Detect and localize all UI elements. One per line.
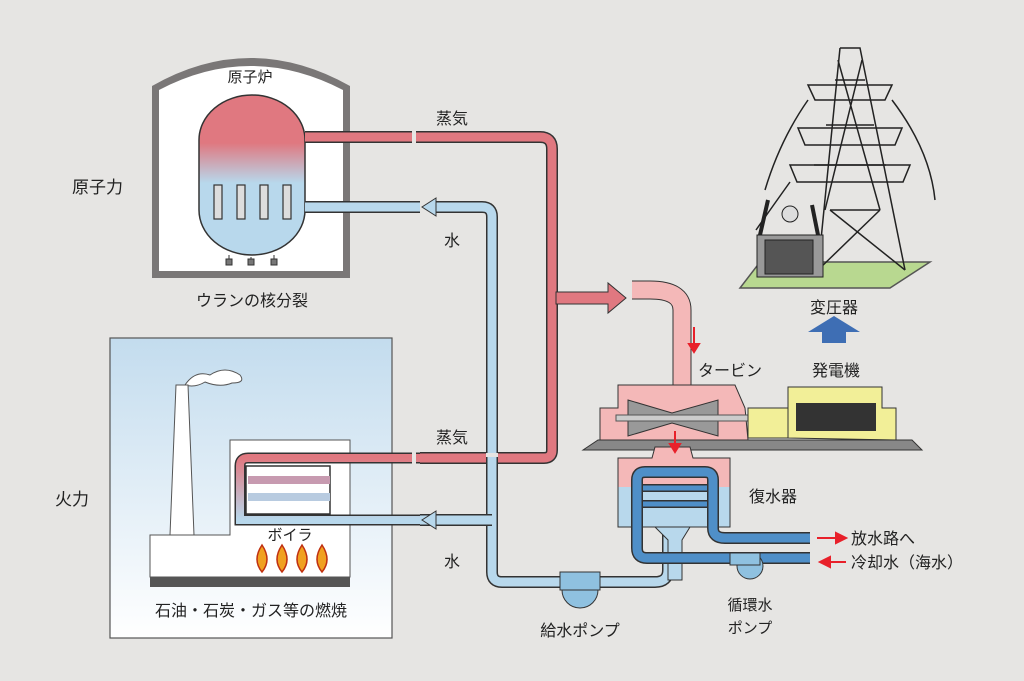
generator-label: 発電機	[812, 361, 860, 380]
reactor-building	[152, 58, 350, 278]
steam-arrow	[555, 281, 627, 315]
transformer	[756, 199, 824, 278]
smoke-icon	[184, 369, 243, 387]
flow-arrows	[668, 327, 849, 569]
flame-icon	[256, 543, 328, 574]
thermal-plant	[109, 337, 420, 639]
fission-label: ウランの核分裂	[196, 291, 308, 310]
fuel-rods	[213, 184, 292, 220]
generator-rotor	[796, 403, 876, 431]
feed-pump-label: 給水ポンプ	[540, 621, 620, 640]
boiler-coil	[234, 452, 420, 526]
thermal-label: 火力	[55, 490, 89, 510]
steam-label-top: 蒸気	[436, 109, 468, 128]
condenser	[617, 446, 810, 581]
combustion-label: 石油・石炭・ガス等の燃焼	[155, 601, 347, 620]
generator-to-transformer-arrow	[808, 316, 860, 343]
condenser-label: 復水器	[749, 487, 797, 506]
reactor-vessel	[198, 94, 306, 256]
discharge-label: 放水路へ	[851, 529, 915, 548]
arrow-right-icon	[835, 531, 849, 545]
transformer-label: 変圧器	[810, 298, 858, 317]
cooling-water-label: 冷却水（海水）	[851, 553, 963, 572]
steam-pipe	[305, 130, 627, 465]
water-label-bottom: 水	[444, 552, 460, 571]
turbine	[581, 280, 924, 451]
boiler-label: ボイラ	[267, 526, 312, 544]
circulation-pump-label-1: 循環水	[727, 596, 772, 614]
turbine-label: タービン	[698, 361, 762, 380]
water-label-top: 水	[444, 231, 460, 250]
circulation-pump-label-2: ポンプ	[728, 619, 773, 637]
reactor-label: 原子炉	[227, 68, 272, 86]
nuclear-label: 原子力	[72, 178, 123, 198]
arrow-left-icon	[817, 555, 831, 569]
steam-label-bottom: 蒸気	[436, 428, 468, 447]
